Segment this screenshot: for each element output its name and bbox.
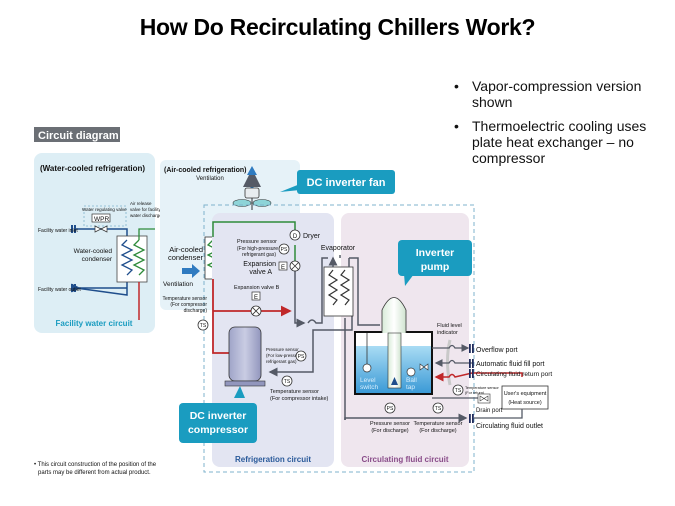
temperature-sensor-icon	[432, 402, 444, 414]
inverter-pump-callout: Inverter pump	[398, 240, 472, 286]
footnote: parts may be different from actual produ…	[38, 470, 151, 476]
overflow-port-label: Overflow port	[476, 347, 518, 354]
return-port-label: Circulating fluid return port	[476, 371, 552, 378]
dc-inverter-compressor-text: DC inverter	[190, 410, 247, 422]
air-cooled-heading: (Air-cooled refrigeration)	[164, 167, 246, 174]
pressure-sensor-low-label: refrigerant gas)	[266, 359, 297, 364]
bullet-list: Vapor-compression version shown Thermoel…	[452, 78, 672, 174]
tank-icon: Level switch Ball tap	[354, 297, 433, 395]
e-symbol: E	[281, 265, 285, 271]
temp-sensor-intake-label: Temperature sensor	[270, 389, 319, 395]
ventilation-side-label: Ventilation	[163, 281, 193, 288]
facility-water-inlet-label: Facility water inlet	[38, 228, 78, 234]
users-equipment-label: (Heat source)	[508, 400, 541, 406]
bullet-item: Thermoelectric cooling uses plate heat e…	[452, 118, 672, 166]
fluid-level-indicator-label: indicator	[437, 330, 458, 336]
temp-sensor-discharge-label: (For compressor	[170, 302, 207, 308]
circuit-diagram-badge: Circuit diagram	[34, 127, 120, 142]
level-switch-label: switch	[360, 384, 378, 391]
pressure-sensor-discharge-label: (For discharge)	[371, 428, 408, 434]
evaporator-icon	[323, 256, 380, 420]
port-flanges	[469, 344, 474, 423]
pressure-sensor-discharge-label: Pressure sensor	[370, 421, 410, 427]
level-switch-label: Level	[360, 377, 376, 384]
temp-sensor-discharge-label: discharge)	[184, 308, 208, 314]
temperature-sensor-icon	[452, 384, 464, 396]
footnote: • This circuit construction of the posit…	[34, 462, 157, 468]
ts-symbol: TS	[435, 406, 442, 412]
ball-tap-icon	[406, 367, 416, 377]
ts-symbol: TS	[455, 388, 462, 394]
pressure-sensor-high-label: Pressure sensor	[237, 239, 277, 245]
e-symbol: E	[254, 295, 258, 301]
pressure-sensor-icon	[384, 402, 396, 414]
water-cooled-condenser-label: condenser	[82, 256, 113, 263]
temperature-sensor-icon	[197, 319, 209, 331]
expansion-valve-a-label: Expansion	[243, 261, 276, 268]
temp-sensor-return-label: (For return)	[465, 391, 485, 395]
bullet-item: Vapor-compression version shown	[452, 78, 672, 110]
pressure-sensor-icon	[295, 350, 307, 362]
dc-inverter-fan-callout: DC inverter fan	[280, 170, 395, 194]
air-release-label: water discharge	[130, 213, 162, 218]
water-cooled-condenser-label: Water-cooled	[74, 248, 113, 255]
water-regulating-valve-label: Water regulating valve	[82, 207, 127, 212]
air-release-label: Air release	[130, 201, 152, 206]
dryer-label: Dryer	[303, 233, 321, 240]
dc-inverter-compressor-callout: DC inverter compressor	[179, 386, 257, 443]
ball-tap-label: Ball	[406, 377, 417, 384]
pressure-sensor-icon	[278, 243, 290, 255]
users-equipment-label: User's equipment	[504, 391, 547, 397]
temp-sensor-intake-label: (For compressor intake)	[270, 396, 329, 402]
page-title: How Do Recirculating Chillers Work?	[139, 14, 536, 40]
temp-sensor-circ-discharge-label: (For discharge)	[419, 428, 456, 434]
compressor-icon	[224, 326, 266, 387]
pressure-sensor-high-label: refrigerant gas)	[242, 252, 276, 258]
water-cooled-panel: (Water-cooled refrigeration) Water regul…	[34, 153, 162, 333]
evaporator-label: Evaporator	[321, 245, 356, 252]
level-switch-icon	[362, 363, 372, 373]
circulating-fluid-circuit-label: Circulating fluid circuit	[361, 455, 448, 464]
ts-symbol: TS	[284, 379, 291, 385]
temp-sensor-circ-discharge-label: Temperature sensor	[414, 421, 463, 427]
valve-icon	[94, 225, 108, 233]
ps-symbol: PS	[387, 406, 394, 412]
wpr-label: WPR	[94, 216, 109, 223]
air-cooled-condenser-label: Air-cooled	[169, 245, 203, 254]
air-release-label: valve for facility	[130, 207, 162, 212]
drain-port-label: Drain port	[476, 408, 503, 414]
temperature-sensor-icon	[281, 375, 293, 387]
ventilation-top-label: Ventilation	[196, 176, 224, 182]
users-equipment-box: User's equipment (Heat source)	[474, 385, 549, 419]
ps-symbol: PS	[298, 354, 305, 360]
inverter-pump-text: pump	[421, 261, 450, 273]
temp-sensor-return-label: Temperature sensor	[465, 386, 500, 390]
ventilation-arrow-icon	[182, 264, 200, 278]
dryer-icon	[289, 229, 301, 241]
refrigeration-circuit-label: Refrigeration circuit	[235, 455, 311, 464]
ball-tap-label: tap	[406, 384, 415, 391]
fluid-outlet-label: Circulating fluid outlet	[476, 423, 543, 430]
dryer-symbol: D	[293, 234, 298, 240]
pressure-sensor-low-label: Pressure sensor	[266, 347, 299, 352]
facility-water-circuit-label: Facility water circuit	[56, 319, 133, 328]
pressure-sensor-low-label: (For low-pressure	[266, 353, 302, 358]
auto-fill-port-label: Automatic fluid fill port	[476, 361, 545, 368]
fluid-level-indicator-label: Fluid level	[437, 323, 462, 329]
badge-text: Circuit diagram	[38, 130, 119, 142]
dc-inverter-compressor-text: compressor	[188, 424, 248, 436]
expansion-valve-a-label: valve A	[249, 269, 272, 276]
facility-water-outlet-label: Facility water outlet	[38, 287, 81, 293]
water-cooled-heading: (Water-cooled refrigeration)	[40, 164, 145, 173]
dc-inverter-fan-text: DC inverter fan	[307, 177, 386, 189]
air-cooled-condenser-label: condenser	[168, 253, 204, 262]
inverter-pump-text: Inverter	[416, 247, 455, 259]
ts-symbol: TS	[200, 323, 207, 329]
expansion-valve-b-label: Expansion valve B	[234, 285, 280, 291]
pump-icon	[381, 297, 407, 333]
temp-sensor-discharge-label: Temperature sensor	[163, 296, 208, 302]
ps-symbol: PS	[281, 247, 288, 253]
pressure-sensor-high-label: (For high-pressure	[237, 246, 278, 252]
